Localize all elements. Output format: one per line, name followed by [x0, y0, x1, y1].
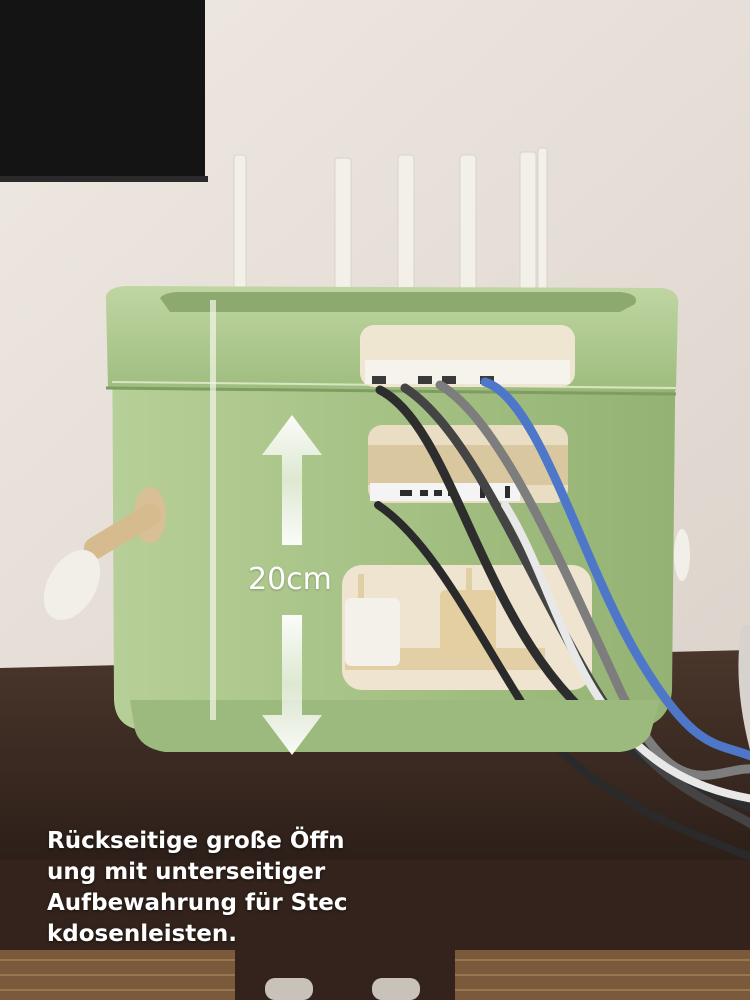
top-opening	[160, 292, 636, 312]
dimension-label: 20cm	[248, 562, 332, 597]
box-edge-highlight	[210, 300, 216, 720]
plug-prong-2	[466, 568, 472, 590]
caption-line-3: Aufbewahrung für Stec	[47, 890, 348, 916]
caption-line-2: ung mit unterseitiger	[47, 859, 326, 885]
tv-screen	[0, 0, 205, 180]
tv-frame	[0, 176, 208, 182]
vase-edge	[738, 625, 750, 750]
caption-line-1: Rückseitige große Öffn	[47, 828, 345, 854]
caption-line-4: kdosenleisten.	[47, 921, 237, 947]
cabinet-knob-left	[265, 978, 313, 1000]
router-device	[365, 360, 570, 384]
side-hook-peg	[84, 504, 161, 559]
side-hook-cap	[43, 549, 101, 621]
plug-adapter-white	[345, 598, 400, 666]
height-arrow	[262, 415, 322, 755]
plug-prong-1	[358, 574, 364, 598]
side-bump-right	[674, 529, 690, 581]
lid-seam	[105, 386, 677, 396]
box-base	[130, 700, 660, 752]
rattan-pattern	[0, 959, 750, 991]
caption-text: Rückseitige große Öffn ung mit unterseit…	[47, 826, 377, 950]
cabinet-knob-right	[372, 978, 420, 1000]
